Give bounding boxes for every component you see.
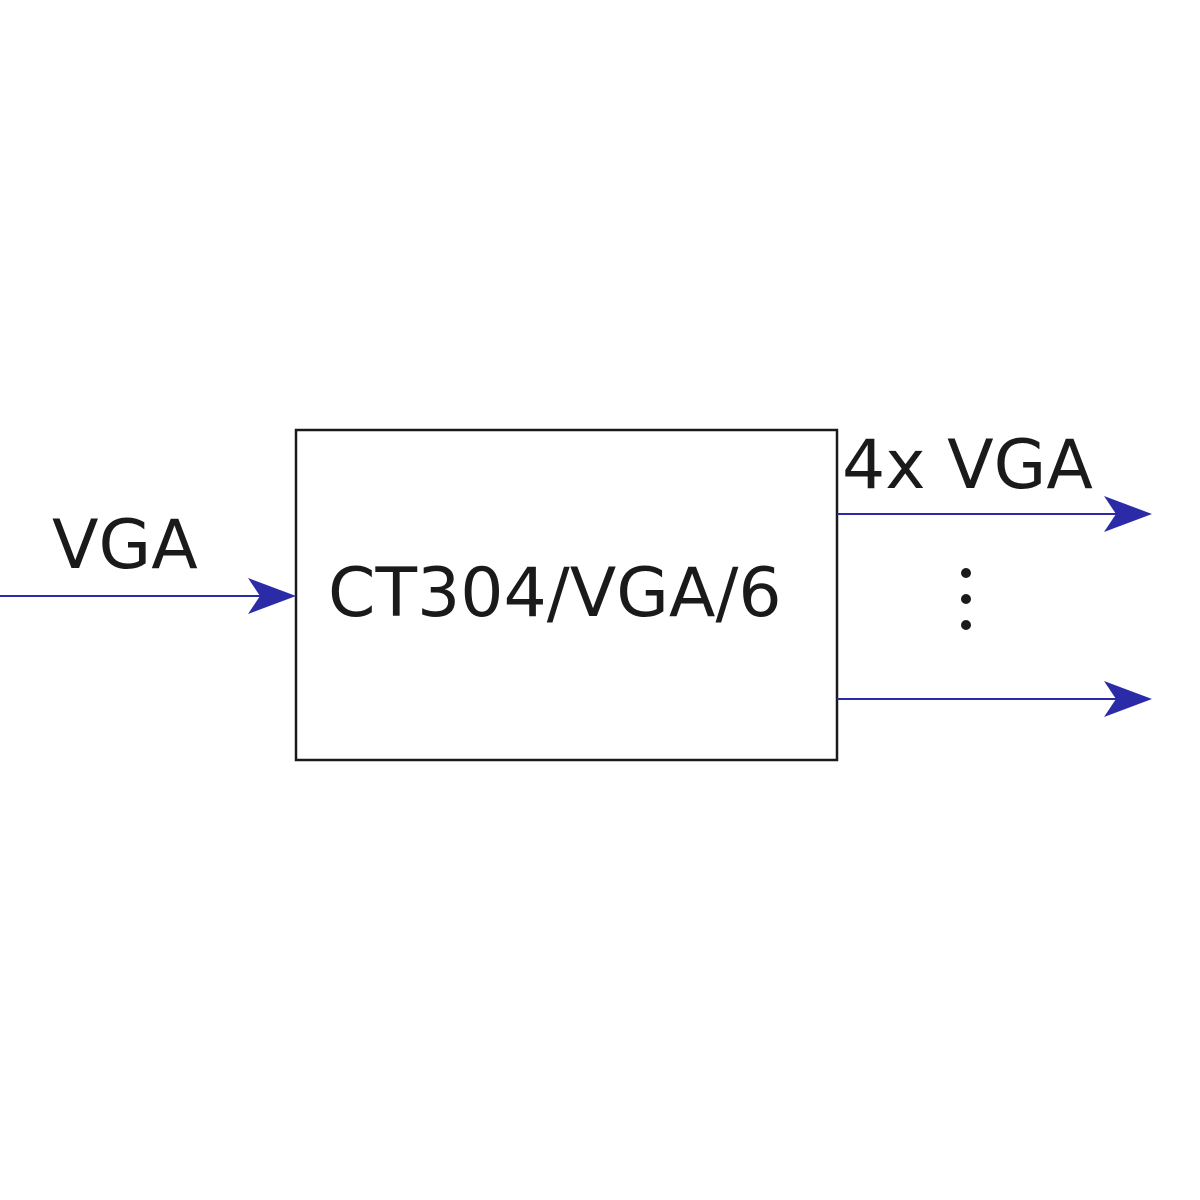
output-arrow-2 [837,681,1152,717]
ellipsis-dot [961,568,971,578]
device-model-label: CT304/VGA/6 [328,554,782,633]
input-arrowhead [248,578,296,614]
ellipsis-dot [961,620,971,630]
output-arrowhead-2 [1104,681,1152,717]
output-arrowhead-1 [1104,496,1152,532]
vertical-ellipsis-icon [961,568,971,630]
output-signal-label: 4x VGA [842,426,1093,505]
ellipsis-dot [961,594,971,604]
device-box [294,428,839,762]
output-arrow-1 [837,496,1152,532]
input-signal-label: VGA [52,506,198,585]
input-arrow [0,578,296,614]
